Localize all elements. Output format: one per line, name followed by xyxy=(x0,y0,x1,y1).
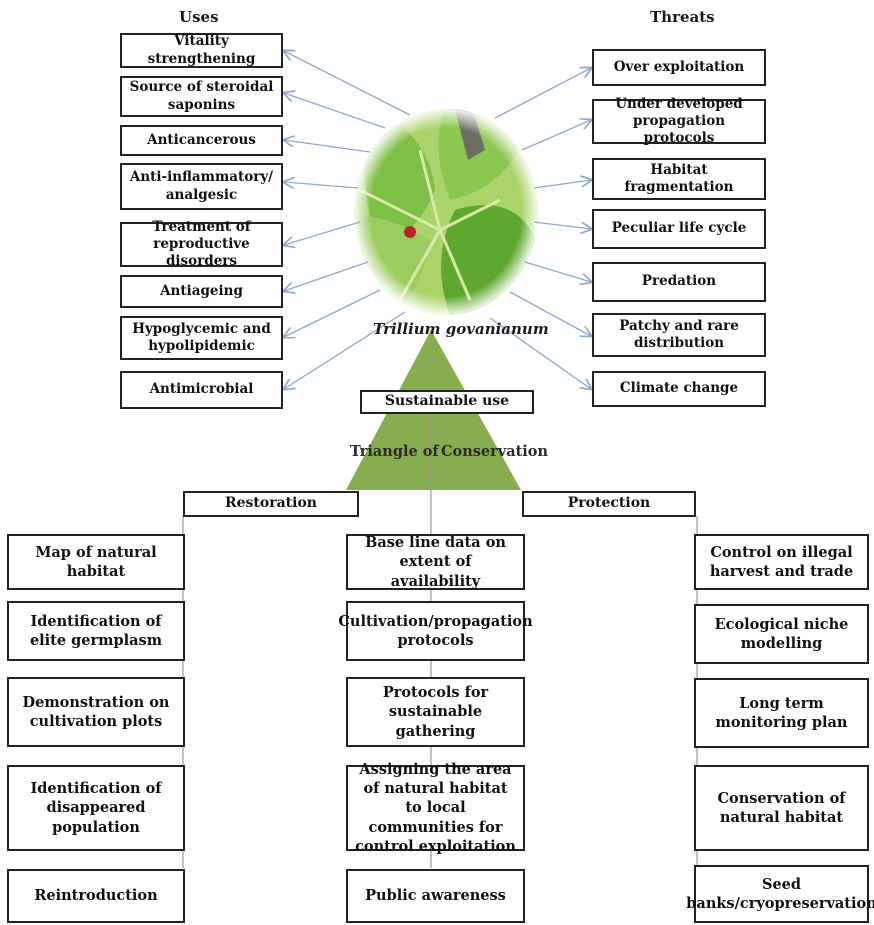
protection-item: Control on illegal harvest and trade xyxy=(694,534,869,590)
threat-box: Habitat fragmentation xyxy=(592,158,766,200)
restoration-label: Restoration xyxy=(183,491,359,517)
triangle-label-right: Conservation xyxy=(441,443,549,460)
use-box: Hypoglycemic and hypolipidemic xyxy=(120,316,283,360)
threat-box: Over exploitation xyxy=(592,49,766,86)
sustainable-use-item: Protocols for sustainable gathering xyxy=(346,677,525,747)
use-box: Anticancerous xyxy=(120,125,283,156)
protection-item: Ecological niche modelling xyxy=(694,604,869,664)
use-box: Antiageing xyxy=(120,275,283,308)
sustainable-use-item: Assigning the area of natural habitat to… xyxy=(346,761,525,855)
sustainable-use-label: Sustainable use xyxy=(360,390,534,414)
triangle-label-left: Triangle of xyxy=(350,443,439,460)
use-box: Treatment of reproductive disorders xyxy=(120,219,283,269)
restoration-item: Map of natural habitat xyxy=(7,534,185,590)
protection-label: Protection xyxy=(522,491,696,517)
use-box: Anti-inflammatory/ analgesic xyxy=(120,163,283,210)
restoration-item: Demonstration on cultivation plots xyxy=(7,677,185,747)
sustainable-use-item: Base line data on extent of availability xyxy=(346,534,525,590)
restoration-item: Identification of elite germplasm xyxy=(7,601,185,661)
threat-box: Patchy and rare distribution xyxy=(592,313,766,357)
protection-item: Long term monitoring plan xyxy=(694,678,869,748)
plant-photo xyxy=(354,109,538,315)
use-box: Source of steroidal saponins xyxy=(120,76,283,117)
protection-item: Conservation of natural habitat xyxy=(694,765,869,851)
arrows xyxy=(284,51,591,389)
threat-box: Predation xyxy=(592,262,766,302)
sustainable-use-item: Public awareness xyxy=(346,869,525,923)
threats-header: Threats xyxy=(650,8,715,26)
restoration-item: Reintroduction xyxy=(7,869,185,923)
restoration-item: Identification of disappeared population xyxy=(7,765,185,851)
protection-item: Seed banks/cryopreservation xyxy=(686,865,874,923)
threat-box: Climate change xyxy=(592,371,766,407)
threat-box: Peculiar life cycle xyxy=(592,209,766,249)
sustainable-use-item: Cultivation/propagation protocols xyxy=(338,601,533,661)
use-box: Antimicrobial xyxy=(120,371,283,409)
use-box: Vitality strengthening xyxy=(120,33,283,68)
uses-header: Uses xyxy=(179,8,219,26)
threat-box: Under developed propagation protocols xyxy=(592,96,766,146)
species-name: Trillium govanianum xyxy=(373,320,549,338)
